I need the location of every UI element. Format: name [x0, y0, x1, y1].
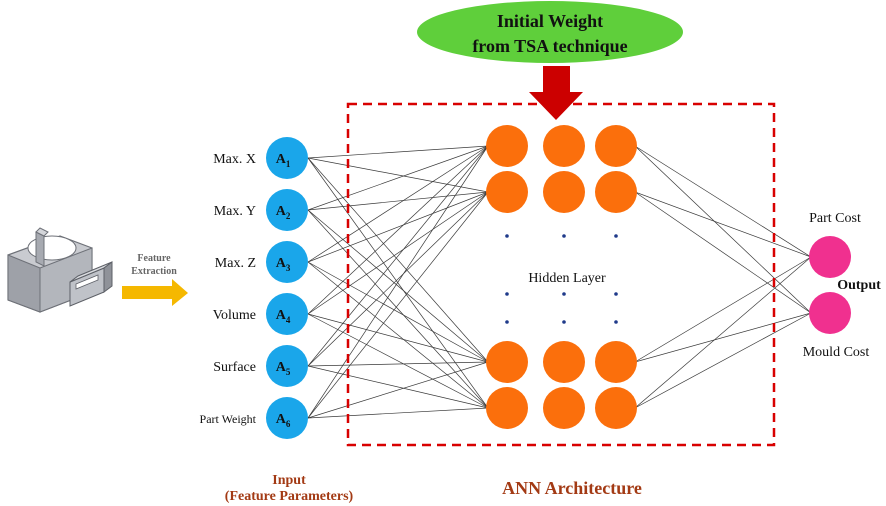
- hidden-node: [543, 125, 585, 167]
- input-node: [266, 345, 308, 387]
- cad-part-icon: [7, 227, 113, 313]
- input-node: [266, 293, 308, 335]
- connection-line: [307, 191, 489, 367]
- connection-line: [307, 365, 489, 409]
- connection-line: [634, 256, 812, 363]
- connection-line: [634, 312, 812, 363]
- connection-line: [307, 191, 489, 211]
- connection-line: [307, 191, 489, 315]
- connection-line: [307, 261, 489, 363]
- connection-line: [307, 157, 489, 363]
- connection-line: [307, 145, 489, 263]
- input-feature-label: Max. Y: [214, 204, 256, 219]
- initial-weight-ellipse: [417, 1, 683, 63]
- hidden-node: [595, 387, 637, 429]
- ellipsis-dot: [614, 320, 618, 324]
- connection-line: [307, 209, 489, 363]
- connection-line: [307, 145, 489, 159]
- feature-extraction-arrow-icon: [122, 279, 188, 306]
- feature-extraction-label-1: Feature: [137, 253, 171, 264]
- hidden-layer: [486, 125, 637, 429]
- input-feature-label: Volume: [213, 308, 256, 323]
- connection-line: [634, 191, 812, 258]
- hidden-layer-ellipsis: [505, 234, 618, 324]
- connection-line: [307, 191, 489, 419]
- hidden-node: [486, 171, 528, 213]
- hidden-node: [543, 341, 585, 383]
- ann-architecture-title: ANN Architecture: [502, 478, 642, 498]
- hidden-node: [543, 387, 585, 429]
- input-subtitle: (Feature Parameters): [225, 489, 354, 504]
- input-hidden-connections: [307, 145, 489, 419]
- hidden-node: [595, 125, 637, 167]
- output-label-part-cost: Part Cost: [809, 211, 861, 226]
- red-down-arrow-icon: [529, 66, 583, 120]
- connection-line: [307, 157, 489, 193]
- input-feature-label: Part Weight: [200, 412, 257, 426]
- output-node: [809, 292, 851, 334]
- ellipsis-dot: [505, 292, 509, 296]
- connection-line: [307, 313, 489, 363]
- connection-line: [307, 209, 489, 409]
- hidden-node: [595, 341, 637, 383]
- input-feature-label: Surface: [213, 360, 256, 375]
- feature-extraction-label-2: Extraction: [131, 266, 177, 277]
- connection-line: [307, 145, 489, 211]
- input-node: [266, 241, 308, 283]
- input-node: [266, 189, 308, 231]
- hidden-node: [595, 171, 637, 213]
- ellipsis-dot: [614, 234, 618, 238]
- connection-line: [634, 312, 812, 409]
- output-layer: [809, 236, 851, 334]
- connection-line: [634, 145, 812, 314]
- ellipsis-dot: [562, 292, 566, 296]
- input-title: Input: [272, 473, 306, 488]
- hidden-node: [486, 387, 528, 429]
- ellipsis-dot: [505, 234, 509, 238]
- input-node: [266, 137, 308, 179]
- connection-line: [307, 361, 489, 419]
- connection-line: [307, 261, 489, 409]
- hidden-output-connections: [634, 145, 812, 409]
- input-feature-label: Max. X: [213, 152, 256, 167]
- output-node: [809, 236, 851, 278]
- output-title: Output: [837, 278, 881, 293]
- connection-line: [307, 407, 489, 419]
- connection-line: [634, 145, 812, 258]
- initial-weight-subtitle: from TSA technique: [472, 36, 627, 56]
- hidden-node: [543, 171, 585, 213]
- hidden-layer-label: Hidden Layer: [528, 271, 606, 286]
- connection-line: [307, 361, 489, 367]
- connection-line: [307, 145, 489, 367]
- ellipsis-dot: [562, 234, 566, 238]
- hidden-node: [486, 125, 528, 167]
- connection-line: [307, 313, 489, 409]
- connection-line: [307, 145, 489, 419]
- output-label-mould-cost: Mould Cost: [803, 345, 870, 360]
- ellipsis-dot: [562, 320, 566, 324]
- initial-weight-title: Initial Weight: [497, 11, 603, 31]
- input-feature-label: Max. Z: [215, 256, 256, 271]
- connection-line: [634, 191, 812, 314]
- ellipsis-dot: [614, 292, 618, 296]
- connection-line: [307, 191, 489, 263]
- input-node: [266, 397, 308, 439]
- ellipsis-dot: [505, 320, 509, 324]
- hidden-node: [486, 341, 528, 383]
- connection-line: [634, 256, 812, 409]
- connection-line: [307, 145, 489, 315]
